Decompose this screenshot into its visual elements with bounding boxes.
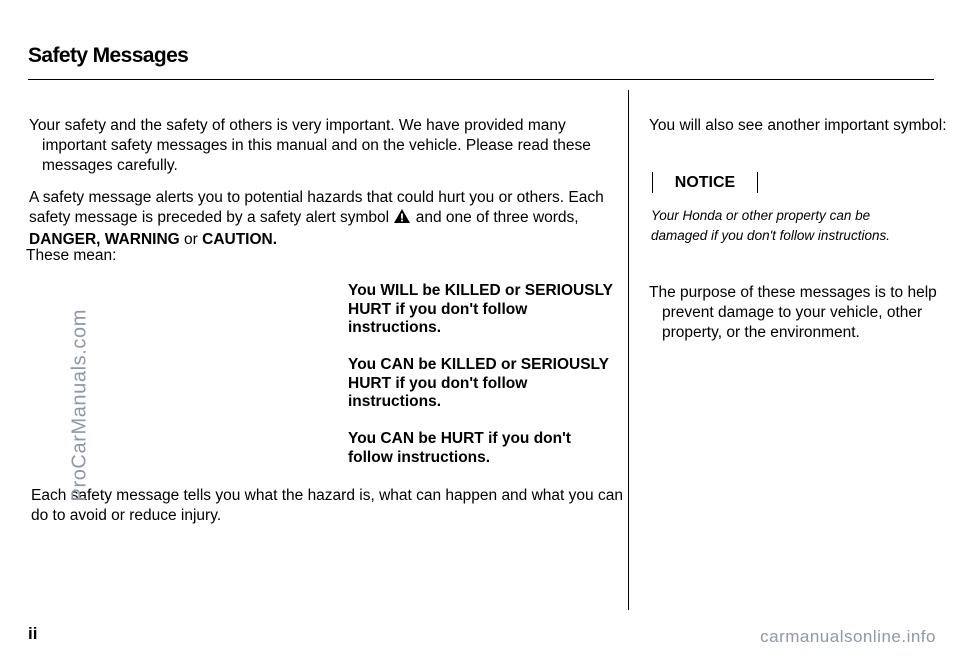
closing-paragraph: Each safety message tells you what the h… bbox=[31, 487, 623, 524]
alert-text-part1: A safety message alerts you to potential… bbox=[29, 189, 604, 226]
notice-text: Your Honda or other property can be dama… bbox=[651, 208, 890, 243]
these-mean-text: These mean: bbox=[26, 247, 117, 264]
title-rule bbox=[28, 79, 934, 80]
caution-description: You CAN be HURT if you don't follow inst… bbox=[348, 430, 571, 466]
alert-paragraph: A safety message alerts you to potential… bbox=[29, 188, 619, 250]
footer-watermark: carmanualsonline.info bbox=[760, 627, 936, 646]
column-divider bbox=[628, 90, 629, 610]
intro-paragraph: Your safety and the safety of others is … bbox=[29, 117, 591, 174]
alert-text-part2: and one of three words, bbox=[415, 209, 579, 226]
danger-description: You WILL be KILLED or SERIOUSLY HURT if … bbox=[348, 282, 613, 336]
right-intro: You will also see another important symb… bbox=[649, 117, 947, 134]
warning-triangle-icon bbox=[393, 208, 411, 230]
warning-description: You CAN be KILLED or SERIOUSLY HURT if y… bbox=[348, 356, 609, 410]
page-title: Safety Messages bbox=[28, 44, 189, 67]
signal-words: DANGER, WARNING bbox=[29, 231, 180, 248]
or-word: or bbox=[184, 231, 198, 248]
side-watermark: ProCarManuals.com bbox=[68, 309, 91, 502]
notice-label: NOTICE bbox=[652, 172, 758, 193]
page-number: ii bbox=[28, 624, 38, 643]
caution-word: CAUTION. bbox=[202, 231, 278, 248]
purpose-paragraph: The purpose of these messages is to help… bbox=[649, 284, 937, 341]
